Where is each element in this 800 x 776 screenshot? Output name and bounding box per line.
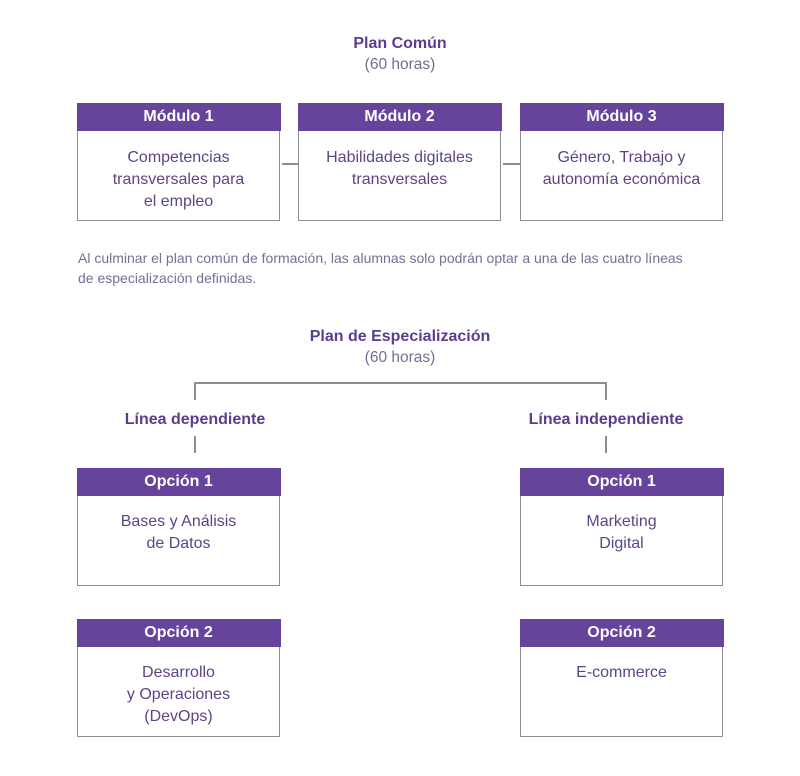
- tree-vertical-line: [605, 436, 607, 453]
- branch-label-dependiente: Línea dependiente: [124, 411, 266, 428]
- plan-especializacion-title: Plan de Especialización: [309, 328, 491, 345]
- plan-especializacion-hours: (60 horas): [364, 349, 436, 366]
- module-header: Módulo 2: [297, 103, 502, 131]
- plan-comun-hours: (60 horas): [364, 56, 436, 73]
- tree-vertical-line: [605, 382, 607, 400]
- connector-line: [503, 163, 520, 165]
- module-card-2: Módulo 2 Habilidades digitales transvers…: [297, 103, 502, 221]
- option-body: Desarrollo y Operaciones (DevOps): [126, 664, 231, 725]
- tree-vertical-line: [194, 382, 196, 400]
- module-card-1: Módulo 1 Competencias transversales para…: [76, 103, 281, 221]
- option-card-independiente-2: Opción 2 E-commerce: [519, 619, 724, 737]
- tree-horizontal-line: [194, 382, 607, 384]
- option-header: Opción 1: [519, 468, 724, 496]
- module-body: Género, Trabajo y autonomía económica: [542, 149, 701, 188]
- transition-note: Al culminar el plan común de formación, …: [78, 250, 683, 286]
- option-body: E-commerce: [576, 664, 667, 681]
- option-body: Marketing Digital: [586, 513, 657, 552]
- tree-vertical-line: [194, 436, 196, 453]
- module-body: Habilidades digitales transversales: [326, 149, 473, 188]
- branch-label-independiente: Línea independiente: [528, 411, 684, 428]
- option-card-independiente-1: Opción 1 Marketing Digital: [519, 468, 724, 586]
- module-card-3: Módulo 3 Género, Trabajo y autonomía eco…: [519, 103, 724, 221]
- module-header: Módulo 3: [519, 103, 724, 131]
- option-card-dependiente-1: Opción 1 Bases y Análisis de Datos: [76, 468, 281, 586]
- plan-comun-title: Plan Común: [353, 35, 447, 52]
- module-body: Competencias transversales para el emple…: [112, 149, 245, 210]
- option-card-dependiente-2: Opción 2 Desarrollo y Operaciones (DevOp…: [76, 619, 281, 737]
- option-header: Opción 1: [76, 468, 281, 496]
- connector-line: [282, 163, 298, 165]
- option-body: Bases y Análisis de Datos: [120, 513, 237, 552]
- module-header: Módulo 1: [76, 103, 281, 131]
- option-header: Opción 2: [519, 619, 724, 647]
- option-header: Opción 2: [76, 619, 281, 647]
